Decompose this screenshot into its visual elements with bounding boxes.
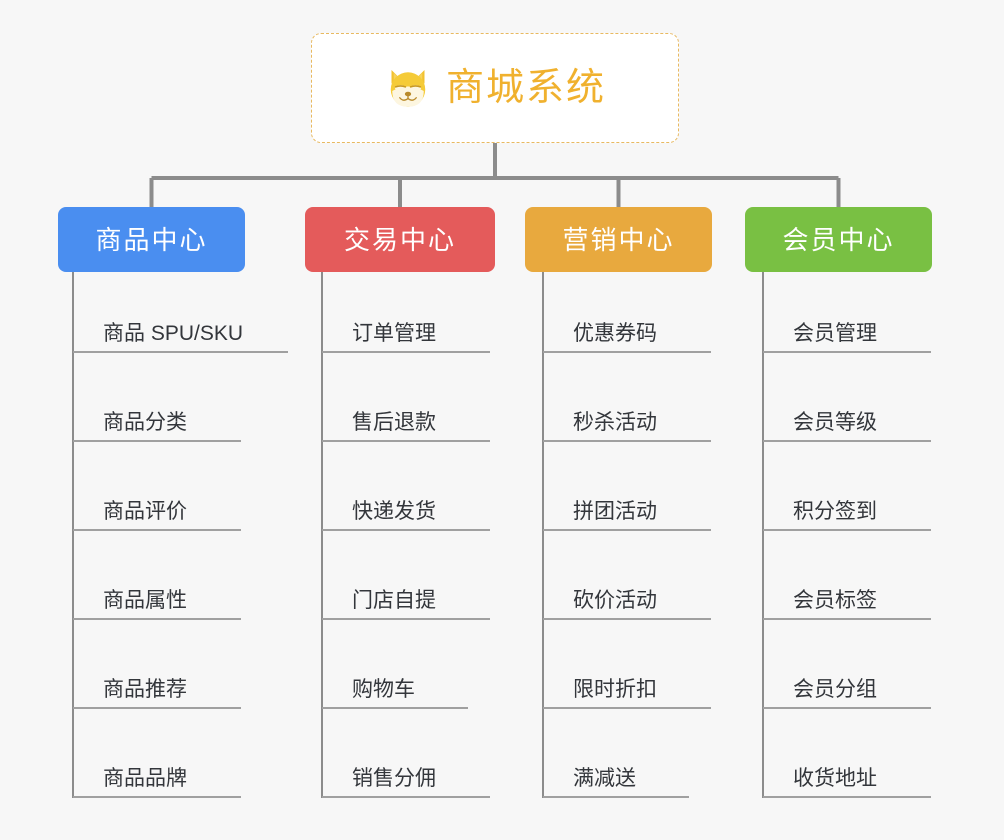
category-node-label: 交易中心 bbox=[343, 224, 456, 255]
leaf-node[interactable]: 商品品牌 bbox=[73, 754, 241, 798]
root-node-mall-system[interactable]: 商城系统 bbox=[311, 33, 679, 143]
leaf-node[interactable]: 商品推荐 bbox=[73, 665, 241, 709]
leaf-node-label: 商品分类 bbox=[103, 411, 187, 434]
leaf-node[interactable]: 积分签到 bbox=[763, 487, 931, 531]
leaf-node-label: 销售分佣 bbox=[352, 767, 436, 790]
leaf-node-label: 砍价活动 bbox=[573, 589, 657, 612]
leaf-node-label: 拼团活动 bbox=[573, 500, 657, 523]
leaf-node-label: 会员管理 bbox=[793, 322, 877, 345]
leaf-node-label: 会员标签 bbox=[793, 589, 877, 612]
leaf-node[interactable]: 门店自提 bbox=[322, 576, 490, 620]
leaf-node-label: 积分签到 bbox=[793, 500, 877, 523]
leaf-node-label: 快递发货 bbox=[352, 500, 436, 523]
root-node-label: 商城系统 bbox=[445, 67, 606, 109]
leaf-node-label: 秒杀活动 bbox=[573, 411, 657, 434]
leaf-node-label: 会员分组 bbox=[793, 678, 877, 701]
leaf-node[interactable]: 满减送 bbox=[543, 754, 689, 798]
leaf-node-label: 门店自提 bbox=[352, 589, 436, 612]
leaf-node[interactable]: 商品属性 bbox=[73, 576, 241, 620]
leaf-node[interactable]: 砍价活动 bbox=[543, 576, 711, 620]
leaf-node[interactable]: 收货地址 bbox=[763, 754, 931, 798]
leaf-node[interactable]: 优惠券码 bbox=[543, 309, 711, 353]
leaf-node-label: 会员等级 bbox=[793, 411, 877, 434]
leaf-node-label: 限时折扣 bbox=[573, 678, 657, 701]
leaf-node[interactable]: 商品分类 bbox=[73, 398, 241, 442]
leaf-node-label: 收货地址 bbox=[793, 767, 877, 790]
category-node-label: 营销中心 bbox=[562, 224, 675, 255]
leaf-node[interactable]: 快递发货 bbox=[322, 487, 490, 531]
leaf-node-label: 优惠券码 bbox=[573, 322, 657, 345]
leaf-node-label: 商品评价 bbox=[103, 500, 187, 523]
leaf-node-label: 商品品牌 bbox=[103, 767, 187, 790]
leaf-node-label: 商品 SPU/SKU bbox=[103, 322, 244, 345]
leaf-node[interactable]: 售后退款 bbox=[322, 398, 490, 442]
leaf-node[interactable]: 商品 SPU/SKU bbox=[73, 309, 288, 353]
leaf-node-label: 订单管理 bbox=[352, 322, 436, 345]
category-node-label: 商品中心 bbox=[95, 224, 208, 255]
leaf-node-label: 商品推荐 bbox=[103, 678, 187, 701]
category-node-member-center[interactable]: 会员中心 bbox=[745, 207, 932, 272]
leaf-node[interactable]: 会员管理 bbox=[763, 309, 931, 353]
leaf-node-label: 商品属性 bbox=[103, 589, 187, 612]
category-node-marketing-center[interactable]: 营销中心 bbox=[525, 207, 712, 272]
leaf-node[interactable]: 限时折扣 bbox=[543, 665, 711, 709]
leaf-node[interactable]: 订单管理 bbox=[322, 309, 490, 353]
leaf-node-label: 售后退款 bbox=[352, 411, 436, 434]
category-node-label: 会员中心 bbox=[782, 224, 895, 255]
leaf-node[interactable]: 会员标签 bbox=[763, 576, 931, 620]
shiba-dog-face-icon bbox=[390, 70, 426, 107]
leaf-node-label: 满减送 bbox=[573, 767, 636, 790]
leaf-node-label: 购物车 bbox=[352, 678, 415, 701]
category-node-product-center[interactable]: 商品中心 bbox=[58, 207, 245, 272]
leaf-node[interactable]: 会员等级 bbox=[763, 398, 931, 442]
leaf-node[interactable]: 购物车 bbox=[322, 665, 468, 709]
category-node-trade-center[interactable]: 交易中心 bbox=[305, 207, 495, 272]
leaf-node[interactable]: 商品评价 bbox=[73, 487, 241, 531]
leaf-node[interactable]: 秒杀活动 bbox=[543, 398, 711, 442]
leaf-node[interactable]: 销售分佣 bbox=[322, 754, 490, 798]
leaf-node[interactable]: 拼团活动 bbox=[543, 487, 711, 531]
leaf-node[interactable]: 会员分组 bbox=[763, 665, 931, 709]
